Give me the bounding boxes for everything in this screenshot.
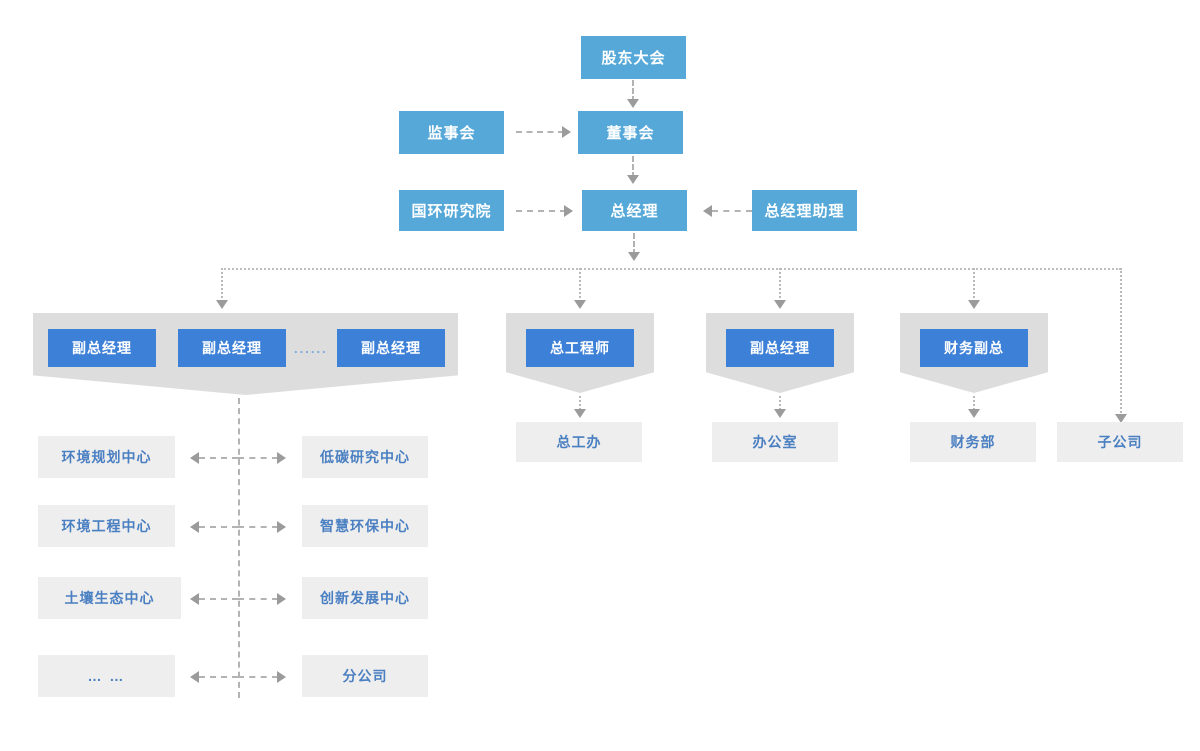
connector-institute-to-gm	[516, 210, 566, 212]
arrow-row-2-left-icon	[190, 521, 199, 533]
arrow-chief-engineer-to-dept-icon	[574, 409, 586, 418]
node-dept-general-office[interactable]: 办公室	[712, 422, 838, 462]
node-vice-gm-2[interactable]: 副总经理	[178, 329, 286, 367]
arrow-row-1-left-icon	[190, 452, 199, 464]
connector-vice-gm-spine	[238, 398, 240, 698]
connector-row-2-left	[199, 526, 238, 528]
node-vice-gm-admin[interactable]: 副总经理	[726, 329, 834, 367]
connector-gm-to-bus	[633, 233, 635, 255]
node-gm-assistant[interactable]: 总经理助理	[752, 190, 857, 231]
arrow-institute-to-gm-icon	[564, 205, 573, 217]
node-finance-vp[interactable]: 财务副总	[920, 329, 1028, 367]
node-chief-engineer[interactable]: 总工程师	[526, 329, 634, 367]
arrow-board-to-gm-icon	[627, 175, 639, 184]
arrow-row-2-right-icon	[277, 521, 286, 533]
node-dept-left-4[interactable]: … …	[38, 655, 175, 697]
arrow-bus-drop-4-icon	[968, 300, 980, 309]
arrow-gm-to-bus-icon	[628, 252, 640, 261]
connector-finance-vp-to-dept	[973, 396, 975, 410]
node-dept-left-1[interactable]: 环境规划中心	[38, 436, 175, 478]
arrow-row-3-right-icon	[277, 593, 286, 605]
node-dept-right-1[interactable]: 低碳研究中心	[302, 436, 428, 478]
node-board-of-directors[interactable]: 董事会	[578, 111, 683, 154]
arrow-supervisory-to-board-icon	[562, 126, 571, 138]
node-vice-gm-1[interactable]: 副总经理	[48, 329, 156, 367]
connector-row-1-right	[238, 457, 278, 459]
node-dept-subsidiary[interactable]: 子公司	[1057, 422, 1183, 462]
connector-board-to-gm	[632, 156, 634, 178]
node-dept-right-2[interactable]: 智慧环保中心	[302, 505, 428, 547]
connector-bus-drop-4	[973, 268, 975, 302]
arrow-bus-drop-2-icon	[574, 300, 586, 309]
banner-vice-gm-ellipsis: ......	[294, 341, 328, 356]
connector-row-3-right	[238, 598, 278, 600]
node-supervisory-board[interactable]: 监事会	[399, 111, 504, 154]
node-dept-finance[interactable]: 财务部	[910, 422, 1036, 462]
node-general-manager[interactable]: 总经理	[582, 190, 687, 231]
arrow-row-1-right-icon	[277, 452, 286, 464]
connector-row-3-left	[199, 598, 238, 600]
connector-horizontal-bus	[221, 268, 1121, 270]
connector-vice-gm-admin-to-dept	[779, 396, 781, 410]
connector-row-4-right	[238, 676, 278, 678]
connector-row-2-right	[238, 526, 278, 528]
arrow-bus-drop-3-icon	[774, 300, 786, 309]
connector-bus-drop-subsidiary	[1120, 268, 1122, 416]
connector-chief-engineer-to-dept	[579, 396, 581, 410]
connector-supervisory-to-board	[516, 131, 564, 133]
arrow-bus-drop-subsidiary-icon	[1115, 414, 1127, 423]
connector-bus-drop-3	[779, 268, 781, 302]
node-shareholders-meeting[interactable]: 股东大会	[581, 36, 686, 79]
arrow-row-4-left-icon	[190, 671, 199, 683]
node-vice-gm-3[interactable]: 副总经理	[337, 329, 445, 367]
connector-bus-drop-1	[221, 268, 223, 302]
arrow-bus-drop-1-icon	[216, 300, 228, 309]
node-dept-right-3[interactable]: 创新发展中心	[302, 577, 428, 619]
connector-shareholders-to-board	[632, 80, 634, 102]
arrow-assistant-to-gm-icon	[703, 205, 712, 217]
connector-bus-drop-2	[579, 268, 581, 302]
node-research-institute[interactable]: 国环研究院	[399, 190, 504, 231]
node-dept-chief-engineer-office[interactable]: 总工办	[516, 422, 642, 462]
connector-assistant-to-gm	[712, 210, 752, 212]
arrow-vice-gm-admin-to-dept-icon	[774, 409, 786, 418]
arrow-finance-vp-to-dept-icon	[968, 409, 980, 418]
arrow-row-3-left-icon	[190, 593, 199, 605]
connector-row-4-left	[199, 676, 238, 678]
arrow-row-4-right-icon	[277, 671, 286, 683]
node-dept-right-4[interactable]: 分公司	[302, 655, 428, 697]
node-dept-left-2[interactable]: 环境工程中心	[38, 505, 175, 547]
connector-row-1-left	[199, 457, 238, 459]
arrow-shareholders-to-board-icon	[627, 99, 639, 108]
node-dept-left-3[interactable]: 土壤生态中心	[38, 577, 181, 619]
